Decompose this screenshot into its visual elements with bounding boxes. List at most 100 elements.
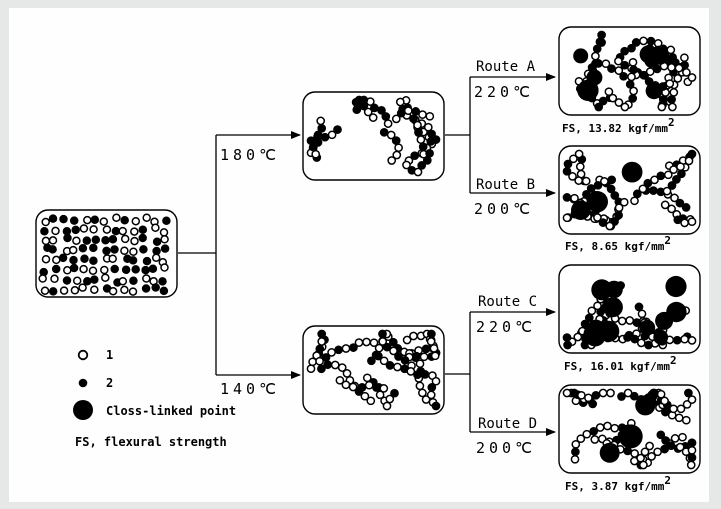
particle bbox=[161, 229, 168, 236]
particle bbox=[152, 224, 159, 231]
chain-particle bbox=[633, 319, 640, 326]
particle bbox=[91, 286, 98, 293]
particle bbox=[71, 217, 78, 224]
chain-particle bbox=[611, 425, 618, 432]
particle bbox=[152, 284, 159, 291]
chain-particle bbox=[616, 204, 623, 211]
chain-particle bbox=[388, 131, 395, 138]
chain-particle bbox=[630, 66, 637, 73]
particle bbox=[50, 215, 57, 222]
particle bbox=[111, 246, 118, 253]
chain-particle bbox=[428, 384, 435, 391]
particle bbox=[153, 248, 160, 255]
chain-particle bbox=[629, 59, 636, 66]
crosslink-point bbox=[586, 70, 602, 86]
particle bbox=[112, 228, 119, 235]
chain-particle bbox=[317, 117, 324, 124]
chain-particle bbox=[432, 352, 439, 359]
chain-particle bbox=[564, 160, 571, 167]
chain-particle bbox=[335, 346, 342, 353]
chain-particle bbox=[626, 317, 633, 324]
particle bbox=[64, 235, 71, 242]
route-a-label: Route A bbox=[476, 59, 536, 75]
crosslink-point bbox=[600, 443, 620, 463]
chain-particle bbox=[594, 214, 601, 221]
chain-particle bbox=[600, 389, 607, 396]
chain-particle bbox=[592, 392, 599, 399]
chain-particle bbox=[688, 218, 695, 225]
particle bbox=[83, 237, 90, 244]
particle bbox=[53, 266, 60, 273]
particle bbox=[64, 267, 71, 274]
fs-route-b: FS, 8.65 kgf/mm2 bbox=[565, 234, 671, 253]
particle bbox=[122, 235, 129, 242]
chain-particle bbox=[312, 151, 319, 158]
chain-particle bbox=[426, 150, 433, 157]
chain-particle bbox=[631, 197, 638, 204]
chain-particle bbox=[395, 144, 402, 151]
chain-particle bbox=[688, 461, 695, 468]
chain-particle bbox=[391, 390, 398, 397]
particle bbox=[42, 219, 49, 226]
chain-particle bbox=[640, 37, 647, 44]
particle bbox=[73, 237, 80, 244]
chain-particle bbox=[432, 402, 439, 409]
route-c-label: Route C bbox=[478, 294, 537, 310]
particle bbox=[154, 238, 161, 245]
state-box-route-d bbox=[559, 385, 700, 473]
chain-particle bbox=[324, 361, 331, 368]
chain-particle bbox=[663, 188, 670, 195]
chain-particle bbox=[405, 107, 412, 114]
chain-particle bbox=[393, 151, 400, 158]
chain-particle bbox=[595, 60, 602, 67]
fs-route-d: FS, 3.87 kgf/mm2 bbox=[565, 474, 671, 493]
chain-particle bbox=[366, 382, 373, 389]
particle bbox=[163, 217, 170, 224]
chain-particle bbox=[688, 447, 695, 454]
particle bbox=[130, 288, 137, 295]
chain-particle bbox=[628, 73, 635, 80]
chain-particle bbox=[342, 381, 349, 388]
particle bbox=[132, 218, 139, 225]
particle bbox=[70, 247, 77, 254]
chain-particle bbox=[379, 330, 386, 337]
chain-particle bbox=[318, 330, 325, 337]
particle bbox=[103, 226, 110, 233]
chain-particle bbox=[424, 157, 431, 164]
particle bbox=[121, 247, 128, 254]
particle bbox=[80, 225, 87, 232]
chain-particle bbox=[621, 48, 628, 55]
particle bbox=[102, 237, 109, 244]
chain-particle bbox=[668, 64, 675, 71]
particle bbox=[43, 256, 50, 263]
chain-particle bbox=[378, 107, 385, 114]
chain-particle bbox=[598, 39, 605, 46]
chain-particle bbox=[575, 177, 582, 184]
chain-particle bbox=[571, 456, 578, 463]
chain-particle bbox=[419, 111, 426, 118]
legend-item-crosslink: Closs-linked point bbox=[106, 404, 236, 418]
chain-particle bbox=[592, 53, 599, 60]
particle bbox=[103, 247, 110, 254]
chain-particle bbox=[674, 337, 681, 344]
chain-particle bbox=[421, 371, 428, 378]
chain-particle bbox=[631, 450, 638, 457]
particle bbox=[149, 265, 156, 272]
particle bbox=[79, 284, 86, 291]
chain-particle bbox=[624, 334, 631, 341]
state-box-180 bbox=[303, 92, 444, 180]
crosslink-point bbox=[655, 312, 673, 330]
chain-particle bbox=[669, 103, 676, 110]
chain-particle bbox=[685, 389, 692, 396]
chain-particle bbox=[638, 310, 645, 317]
legend-item-2: 2 bbox=[106, 376, 113, 390]
chain-particle bbox=[681, 54, 688, 61]
particle bbox=[49, 246, 56, 253]
crosslink-point bbox=[622, 162, 643, 183]
chain-particle bbox=[381, 129, 388, 136]
fs-route-b-text: FS, 8.65 kgf/mm bbox=[565, 240, 665, 253]
chain-particle bbox=[578, 392, 585, 399]
particle bbox=[90, 267, 97, 274]
chain-particle bbox=[601, 178, 608, 185]
